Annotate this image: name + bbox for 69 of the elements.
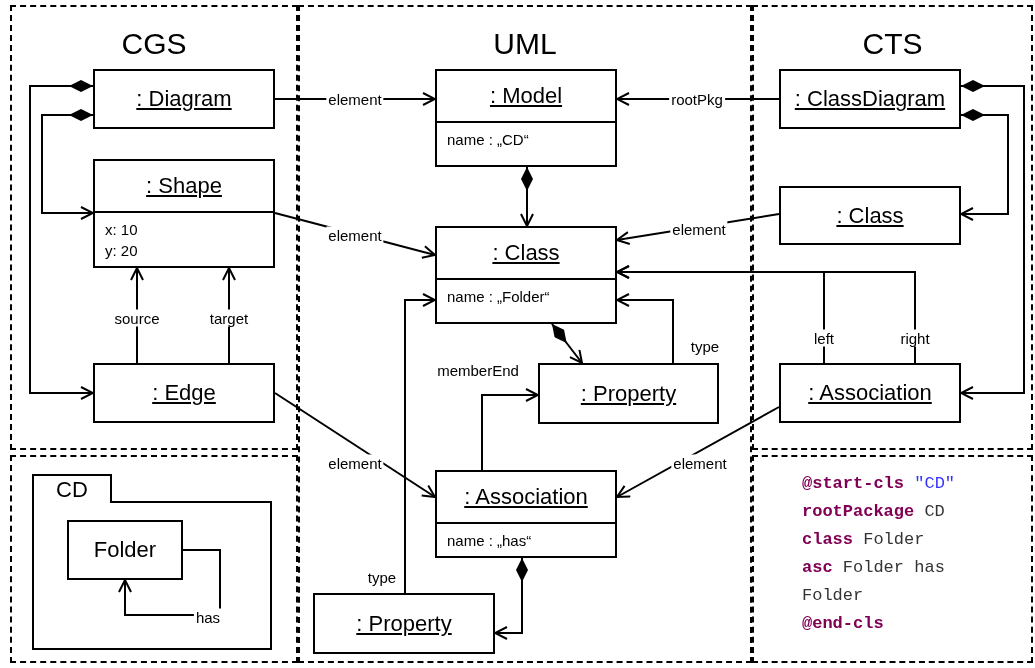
object-name: : ClassDiagram [794,86,946,112]
object-name: : Property [356,610,452,637]
edge-label: target [207,309,251,327]
attribute-text: x: 10 [105,220,138,240]
edge-label: right [898,329,932,347]
object-box [779,186,961,245]
object-box [779,363,961,423]
edge-label: element [670,220,728,238]
edge-label: type [366,568,398,586]
object-name: : Model [489,83,563,109]
object-name: : Diagram [136,86,232,112]
association-arrow [616,265,916,364]
section-panel [752,5,1033,450]
attribute-text: name : „CD“ [447,130,529,150]
association-arrow [481,388,539,471]
edge-label: has [193,608,223,626]
edge-label: element [326,226,384,244]
edge-label: source [112,309,162,327]
code-line: class Folder [802,529,926,551]
class-box [67,520,183,580]
edge-label: type [689,337,721,355]
edge-label: memberEnd [436,361,520,379]
object-name: : Class [492,240,560,266]
composition-arrow [520,166,534,227]
object-box [779,69,961,129]
association-arrow [616,293,674,364]
object-box [435,69,617,167]
object-box [93,69,275,129]
package-symbol [32,474,272,650]
object-box [93,363,275,423]
composition-arrow [551,323,583,364]
object-box [313,593,495,654]
section-title: UML [493,27,557,61]
object-name: : Edge [152,380,216,406]
attribute-text: name : „has“ [447,531,532,551]
object-box [538,363,719,424]
edge-label: left [812,329,836,347]
composition-arrow [41,109,94,220]
class-name: Folder [93,537,157,563]
object-name: : Class [836,202,904,229]
association-arrow [616,406,780,498]
composition-arrow [494,557,528,640]
section-title: CGS [121,27,187,61]
composition-arrow [960,80,1025,400]
section-title: CTS [862,27,923,61]
code-line: rootPackage CD [802,501,946,523]
object-name: : Shape [146,173,222,199]
attribute-text: name : „Folder“ [447,287,550,307]
object-name: : Property [580,380,677,407]
edge-label: element [326,454,384,472]
object-name: : Association [808,380,932,406]
section-panel [298,5,752,663]
code-panel [752,455,1033,663]
edge-label: element [671,454,729,472]
object-box [435,226,617,324]
package-name: CD [32,474,112,503]
object-name: : Association [464,484,588,510]
code-line: asc Folder has Folder [802,557,946,607]
composition-arrow [29,80,94,400]
object-box [435,470,617,558]
section-panel [10,455,298,663]
attribute-text: y: 20 [105,241,138,261]
composition-arrow [960,109,1009,221]
association-arrow [274,392,436,498]
code-line: @start-cls "CD" [802,473,957,495]
code-line: @end-cls [802,613,885,635]
association-arrow [404,293,436,594]
section-panel [10,5,298,450]
object-box [93,159,275,268]
